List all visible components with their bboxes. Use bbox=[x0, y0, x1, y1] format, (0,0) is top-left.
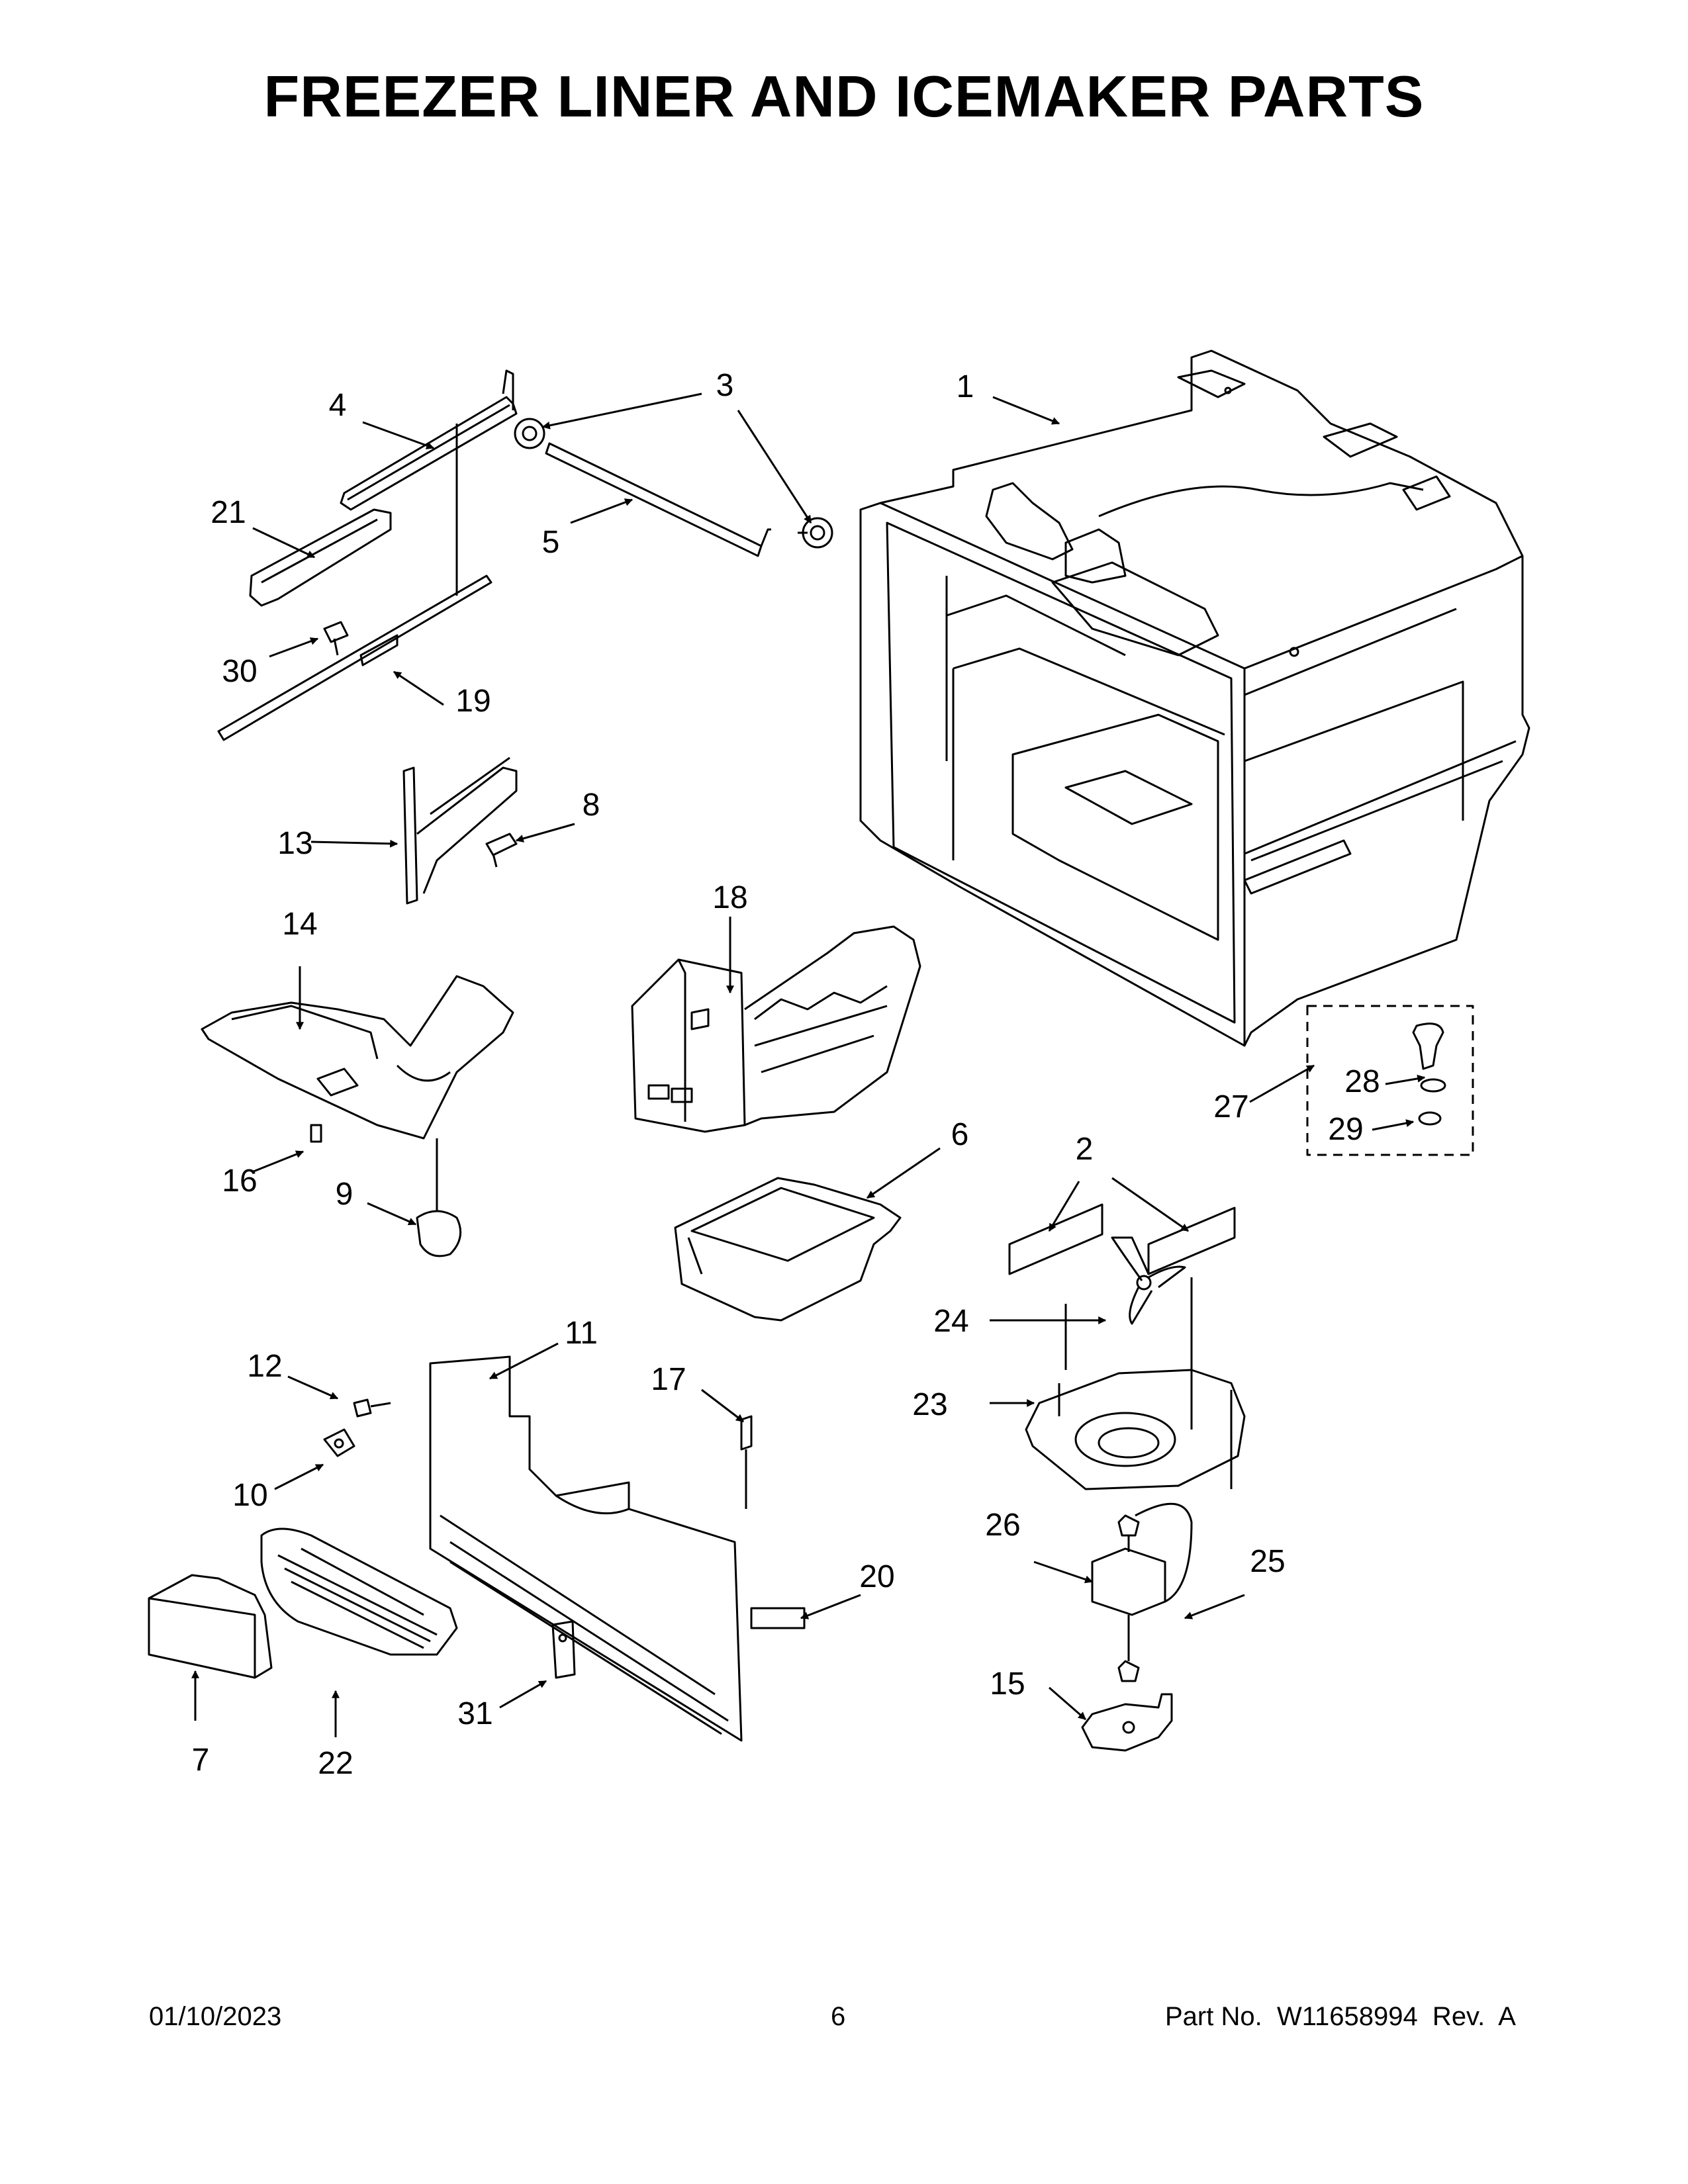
rear-panel-part bbox=[429, 1355, 743, 1742]
icemaker-part bbox=[631, 925, 921, 1133]
screw-8-part bbox=[485, 833, 518, 868]
footer-part-number: Part No. W11658994 Rev. A bbox=[1165, 2002, 1516, 2031]
ice-tray-part bbox=[201, 975, 514, 1143]
callout-27: 27 bbox=[1213, 1089, 1248, 1124]
footer-date: 01/10/2023 bbox=[149, 2002, 282, 2031]
cover-part bbox=[148, 1574, 273, 1679]
callout-28: 28 bbox=[1344, 1064, 1380, 1099]
fan-blade-part bbox=[1111, 1236, 1186, 1325]
callout-1: 1 bbox=[957, 369, 974, 404]
pad-part bbox=[1008, 1203, 1236, 1275]
callout-30: 30 bbox=[222, 654, 257, 689]
fan-motor-part bbox=[1091, 1502, 1193, 1682]
callout-29: 29 bbox=[1328, 1112, 1363, 1147]
callout-23: 23 bbox=[912, 1387, 947, 1422]
drain-assembly-box bbox=[1306, 1005, 1474, 1156]
bracket-part bbox=[249, 508, 392, 607]
callout-6: 6 bbox=[951, 1117, 969, 1152]
motor-bracket-part bbox=[1081, 1693, 1173, 1752]
callout-12: 12 bbox=[247, 1349, 282, 1384]
callout-14: 14 bbox=[282, 907, 317, 942]
slide-rail-part bbox=[217, 424, 492, 741]
freezer-liner-part bbox=[859, 349, 1530, 1047]
screw-12-part bbox=[353, 1398, 391, 1418]
callout-10: 10 bbox=[232, 1478, 267, 1513]
callout-16: 16 bbox=[222, 1163, 257, 1199]
knob-part bbox=[416, 1138, 462, 1257]
callout-22: 22 bbox=[318, 1746, 353, 1781]
gear-part bbox=[514, 418, 833, 549]
callout-7: 7 bbox=[192, 1743, 210, 1778]
bracket-13-part bbox=[402, 756, 518, 905]
callout-19: 19 bbox=[455, 684, 491, 719]
callout-18: 18 bbox=[712, 880, 747, 915]
callout-8: 8 bbox=[583, 788, 600, 823]
leader-lines bbox=[191, 392, 1426, 1737]
ice-bin-part bbox=[674, 1177, 902, 1322]
callout-15: 15 bbox=[990, 1666, 1025, 1702]
clip-part bbox=[551, 1620, 576, 1679]
bracket-10-part bbox=[323, 1428, 355, 1457]
callout-24: 24 bbox=[933, 1304, 968, 1339]
callout-3: 3 bbox=[716, 368, 734, 403]
callout-25: 25 bbox=[1250, 1544, 1285, 1579]
footer-page-number: 6 bbox=[831, 2002, 846, 2031]
screw-part bbox=[323, 621, 349, 656]
page-title: FREEZER LINER AND ICEMAKER PARTS bbox=[263, 64, 1425, 129]
callout-31: 31 bbox=[457, 1696, 492, 1731]
fan-housing-part bbox=[1025, 1277, 1246, 1490]
callout-13: 13 bbox=[277, 826, 312, 861]
callout-2: 2 bbox=[1076, 1132, 1094, 1167]
callout-20: 20 bbox=[859, 1559, 894, 1594]
callout-26: 26 bbox=[985, 1508, 1020, 1543]
rail-part bbox=[340, 369, 518, 511]
sensor-part bbox=[740, 1415, 753, 1509]
callout-11: 11 bbox=[565, 1316, 598, 1351]
grille-part bbox=[260, 1527, 458, 1656]
shaft-part bbox=[545, 442, 771, 557]
callout-9: 9 bbox=[336, 1177, 353, 1212]
strip-part bbox=[750, 1607, 806, 1629]
callout-5: 5 bbox=[542, 525, 560, 560]
callout-4: 4 bbox=[329, 388, 347, 423]
callout-17: 17 bbox=[651, 1362, 686, 1397]
callout-21: 21 bbox=[211, 495, 246, 530]
